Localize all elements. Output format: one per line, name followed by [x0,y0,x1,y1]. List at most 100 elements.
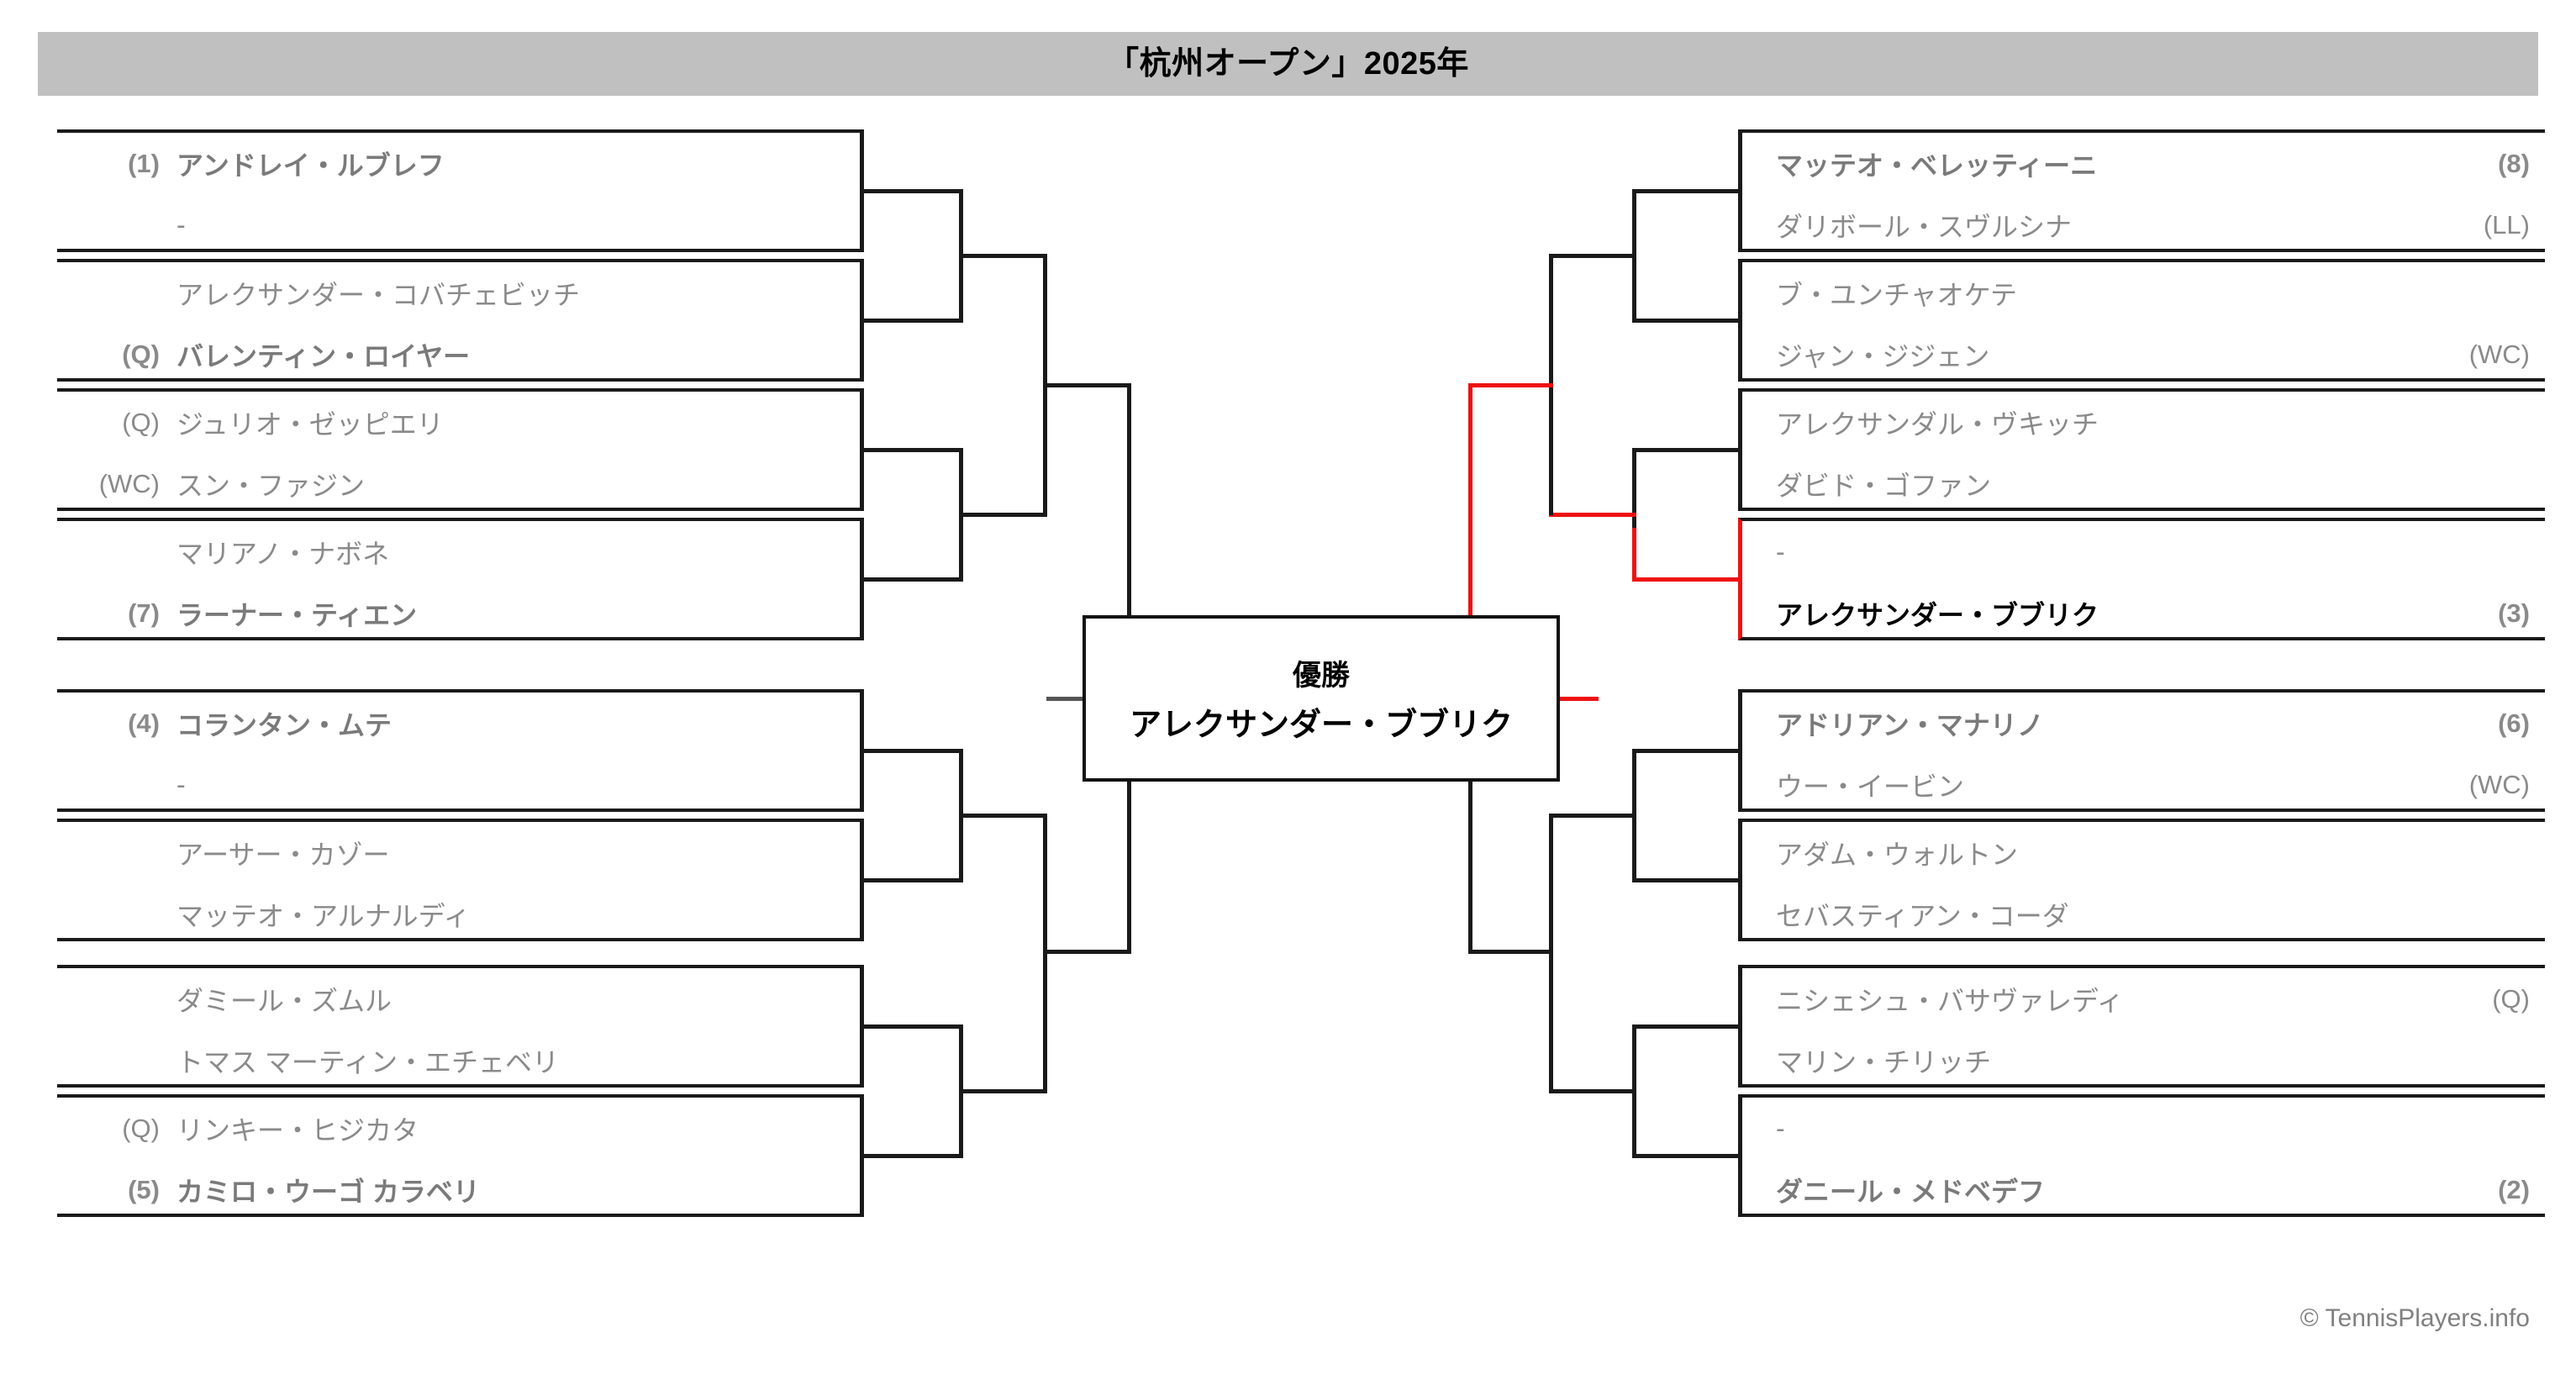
player-name: - [1776,536,1785,566]
match-box-right-2[interactable]: ブ・ユンチャオケテ ジャン・ジジェン (WC) [1738,259,2545,382]
player-row[interactable]: アレクサンダル・ヴキッチ [1742,392,2545,453]
player-seed: (Q) [122,339,160,369]
player-name: アドリアン・マナリノ [1776,709,2044,740]
match-box-left-4[interactable]: マリアノ・ナボネ (7) ラーナー・ティエン [57,518,864,640]
player-row[interactable]: (WC) スン・ファジン [57,453,860,514]
player-name: アンドレイ・ルブレフ [176,150,445,181]
player-name: ダリボール・スヴルシナ [1776,211,2073,242]
connector-left-r2-h2-bot [864,577,963,582]
player-seed: (WC) [2468,339,2530,369]
connector-left-r4-h-bot [1043,950,1131,954]
player-row[interactable]: マリアノ・ナボネ [57,521,860,582]
player-name: トマス マーティン・エチェベリ [176,1046,559,1077]
champion-box[interactable]: 優勝 アレクサンダー・ブブリク [1083,615,1560,782]
connector-right-r2-h2-top [1632,448,1740,452]
match-box-right-6[interactable]: アダム・ウォルトン セバスティアン・コーダ [1738,819,2545,941]
connector-right-r2-h3-bot [1632,878,1740,882]
match-box-right-7[interactable]: ニシェシュ・バサヴァレディ (Q) マリン・チリッチ [1738,965,2545,1088]
player-row[interactable]: アドリアン・マナリノ (6) [1742,693,2545,754]
header-bar: 「杭州オープン」2025年 [38,32,2538,96]
player-row[interactable]: ブ・ユンチャオケテ [1742,262,2545,324]
connector-left-r2-h4-bot [864,1154,963,1158]
player-name: カミロ・ウーゴ カラベリ [176,1176,480,1207]
player-seed: (WC) [98,468,160,498]
connector-left-r2-h1-bot [864,319,963,323]
player-row[interactable]: - [57,194,860,255]
player-row[interactable]: マリン・チリッチ [1742,1030,2545,1091]
player-row[interactable]: (4) コランタン・ムテ [57,693,860,754]
champion-label: 優勝 [1293,660,1350,692]
match-box-left-1[interactable]: (1) アンドレイ・ルブレフ - [57,129,864,252]
player-name: マッテオ・ベレッティーニ [1776,150,2098,181]
player-row[interactable]: アレクサンダー・ブブリク (3) [1742,582,2545,644]
connector-right-r4-h-top-red [1468,383,1553,387]
match-box-left-6[interactable]: アーサー・カゾー マッテオ・アルナルディ [57,819,864,941]
player-row[interactable]: アレクサンダー・コバチェビッチ [57,262,860,324]
connector-left-r3-h2-bot [959,1089,1047,1093]
player-name: アダム・ウォルトン [1776,839,2019,870]
player-row[interactable]: - [57,754,860,815]
player-row[interactable]: ニシェシュ・バサヴァレディ (Q) [1742,968,2545,1030]
player-row[interactable]: (1) アンドレイ・ルブレフ [57,133,860,194]
player-seed: (WC) [2468,769,2530,799]
connector-right-r4-v [1468,697,1472,954]
match-box-right-4[interactable]: - アレクサンダー・ブブリク (3) [1738,518,2545,640]
player-name: スン・ファジン [176,470,366,501]
player-seed: (5) [128,1174,160,1204]
player-row[interactable]: マッテオ・ベレッティーニ (8) [1742,133,2545,194]
connector-left-r2-h4-top [864,1024,963,1029]
player-row[interactable]: (7) ラーナー・ティエン [57,582,860,644]
connector-right-r4-h-bot [1468,950,1553,954]
connector-right-r2-v2 [1632,448,1636,532]
connector-right-r3-h1-bot-red [1549,513,1636,517]
player-row[interactable]: ダミール・ズムル [57,968,860,1030]
player-row[interactable]: アダム・ウォルトン [1742,822,2545,883]
player-row[interactable]: - [1742,1098,2545,1159]
player-seed: (1) [128,148,160,178]
player-row[interactable]: ダビド・ゴファン [1742,453,2545,514]
connector-right-r2-h4-top [1632,1024,1740,1029]
player-name: マリアノ・ナボネ [176,538,390,569]
connector-left-r4-h-top [1043,383,1131,387]
footer-credit: © TennisPlayers.info [2299,1304,2530,1332]
player-row[interactable]: (Q) リンキー・ヒジカタ [57,1098,860,1159]
player-row[interactable]: (Q) ジュリオ・ゼッピエリ [57,392,860,453]
champion-name: アレクサンダー・ブブリク [1129,708,1513,743]
player-name: アレクサンダル・ヴキッチ [1776,408,2099,440]
connector-right-r3-h1-top [1549,254,1636,258]
player-name: ブ・ユンチャオケテ [1776,279,2018,310]
match-box-left-5[interactable]: (4) コランタン・ムテ - [57,689,864,812]
player-row[interactable]: セバスティアン・コーダ [1742,883,2545,945]
player-row[interactable]: - [1742,521,2545,582]
player-row[interactable]: マッテオ・アルナルディ [57,883,860,945]
match-box-left-2[interactable]: アレクサンダー・コバチェビッチ (Q) バレンティン・ロイヤー [57,259,864,382]
player-row[interactable]: ダニール・メドベデフ (2) [1742,1159,2545,1220]
player-seed: (4) [128,708,160,738]
match-box-right-1[interactable]: マッテオ・ベレッティーニ (8) ダリボール・スヴルシナ (LL) [1738,129,2545,252]
connector-right-to-final-red [1555,697,1599,701]
player-seed: (Q) [122,407,160,437]
match-box-right-3[interactable]: アレクサンダル・ヴキッチ ダビド・ゴファン [1738,388,2545,511]
match-box-left-3[interactable]: (Q) ジュリオ・ゼッピエリ (WC) スン・ファジン [57,388,864,511]
player-row[interactable]: (Q) バレンティン・ロイヤー [57,324,860,385]
match-box-left-8[interactable]: (Q) リンキー・ヒジカタ (5) カミロ・ウーゴ カラベリ [57,1094,864,1217]
player-row[interactable]: ダリボール・スヴルシナ (LL) [1742,194,2545,255]
connector-left-r2-h3-top [864,749,963,753]
player-row[interactable]: ジャン・ジジェン (WC) [1742,324,2545,385]
player-name-champion: アレクサンダー・ブブリク [1776,599,2099,630]
player-row[interactable]: ウー・イービン (WC) [1742,754,2545,815]
match-box-left-7[interactable]: ダミール・ズムル トマス マーティン・エチェベリ [57,965,864,1088]
player-name: ラーナー・ティエン [176,599,418,630]
connector-left-r3-h1-top [959,254,1047,258]
player-seed: (Q) [122,1113,160,1143]
match-box-right-8[interactable]: - ダニール・メドベデフ (2) [1738,1094,2545,1217]
player-row[interactable]: トマス マーティン・エチェベリ [57,1030,860,1091]
match-box-right-5[interactable]: アドリアン・マナリノ (6) ウー・イービン (WC) [1738,689,2545,812]
connector-right-r2-h1-top [1632,189,1740,193]
player-name: リンキー・ヒジカタ [176,1114,419,1146]
player-row[interactable]: アーサー・カゾー [57,822,860,883]
connector-right-r2-v2-red [1632,528,1636,582]
connector-left-r2-h2-top [864,448,963,452]
player-row[interactable]: (5) カミロ・ウーゴ カラベリ [57,1159,860,1220]
